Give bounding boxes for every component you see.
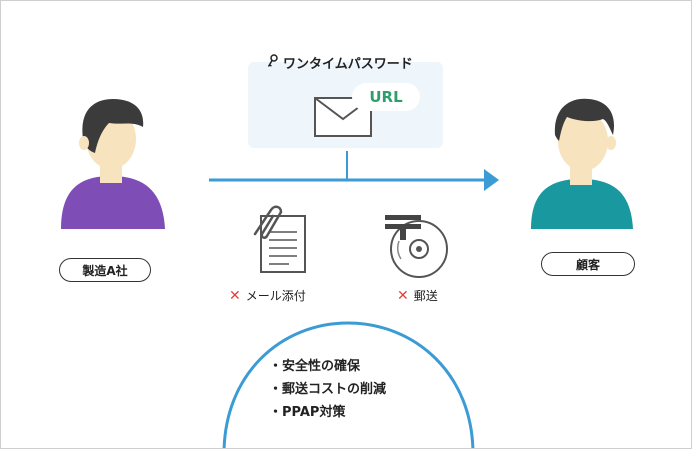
url-badge: URL <box>352 83 420 111</box>
receiver-label: 顧客 <box>541 252 635 276</box>
benefit-item: ・PPAP対策 <box>269 405 346 420</box>
rejected-post-text: 郵送 <box>413 289 438 303</box>
benefit-item: ・安全性の確保 <box>269 359 361 374</box>
otp-title: ワンタイムパスワード <box>267 53 413 72</box>
rejected-mail-text: メール添付 <box>245 289 306 303</box>
sender-person-icon <box>61 99 165 229</box>
rejected-mail-label: ✕ メール添付 <box>229 287 306 304</box>
sender-label: 製造A社 <box>59 258 151 282</box>
benefits-arc <box>222 321 475 448</box>
cross-icon: ✕ <box>229 288 241 304</box>
rejected-post-label: ✕ 郵送 <box>397 287 438 304</box>
otp-title-text: ワンタイムパスワード <box>283 57 413 72</box>
benefit-item: ・郵送コストの削減 <box>269 382 387 397</box>
key-icon <box>267 54 279 72</box>
stamp-disc-icon <box>385 215 448 278</box>
cross-icon: ✕ <box>397 288 409 304</box>
transfer-arrow <box>209 151 499 191</box>
benefits-list: ・安全性の確保 ・郵送コストの削減 ・PPAP対策 <box>269 355 386 424</box>
document-clip-icon <box>253 205 306 273</box>
receiver-person-icon <box>531 98 633 229</box>
